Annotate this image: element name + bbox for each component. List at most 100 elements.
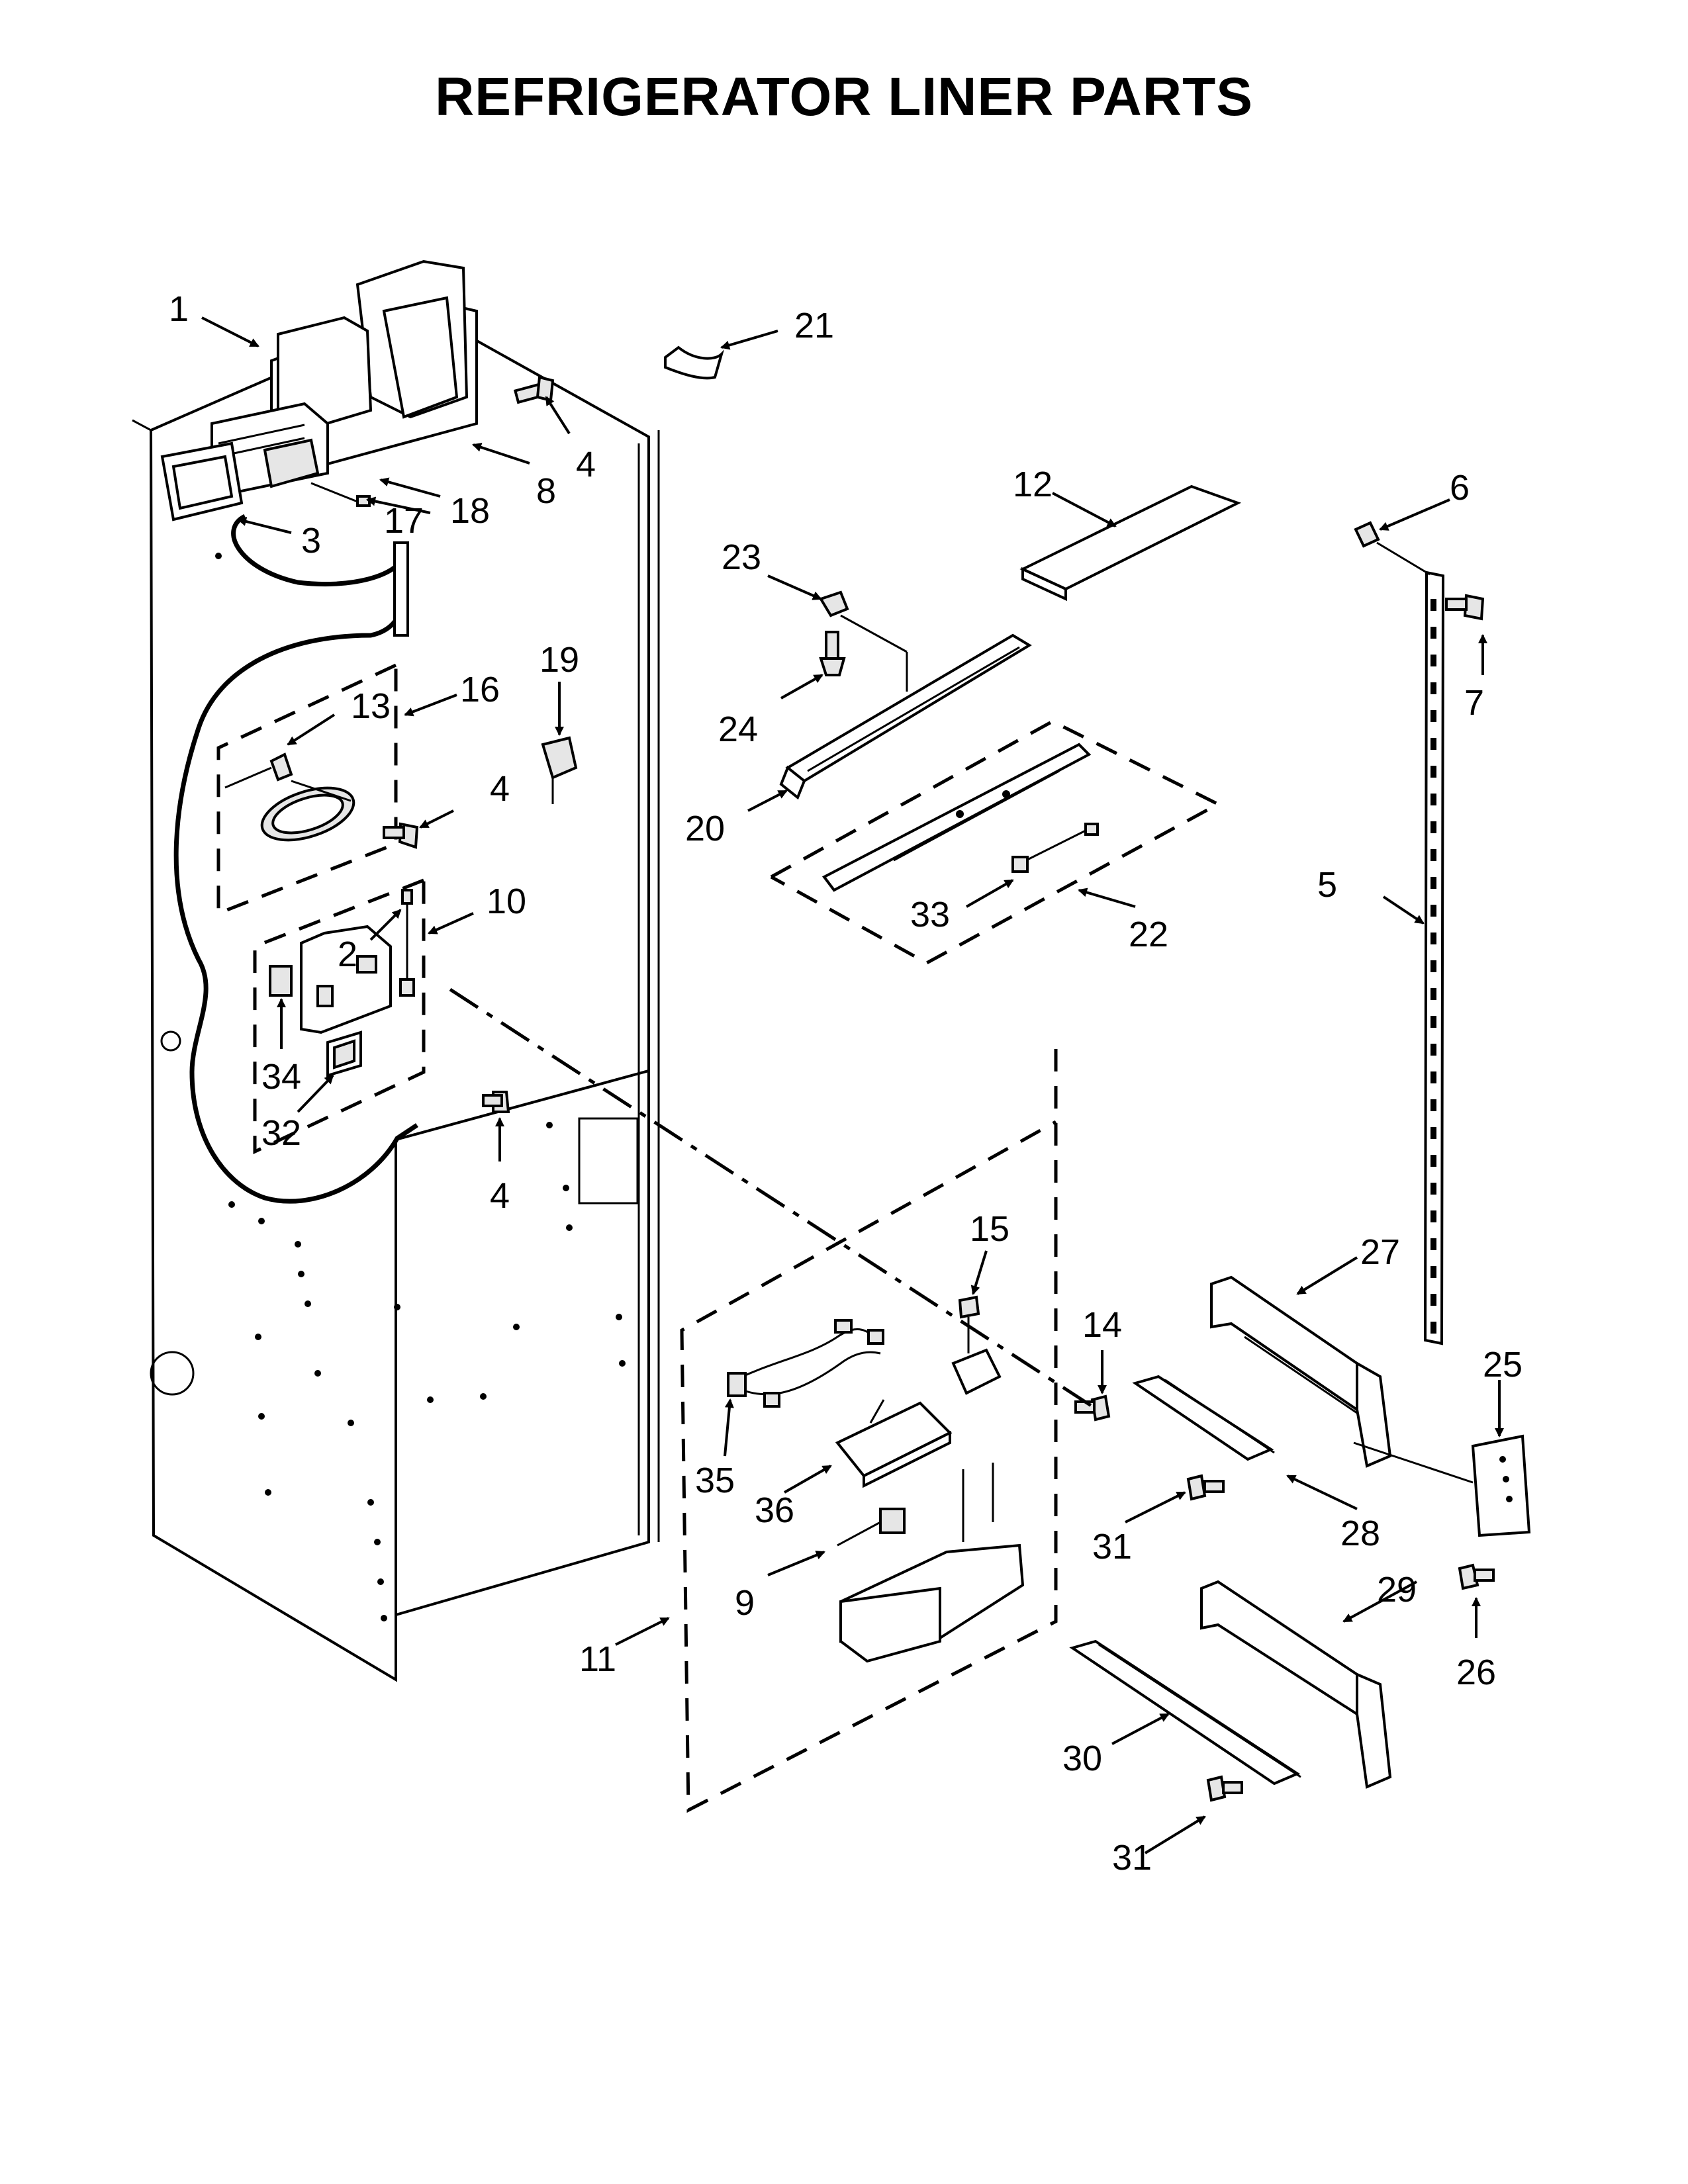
rail-slot	[1430, 1266, 1436, 1278]
rail-slot	[1430, 627, 1436, 639]
rail-slot	[1430, 877, 1436, 889]
callout-16: 16	[460, 670, 500, 709]
callout-30: 30	[1062, 1739, 1102, 1778]
rail-slot	[1430, 766, 1436, 778]
part-6	[1354, 521, 1430, 576]
wire-harness	[173, 514, 418, 1204]
callout-11: 11	[579, 1639, 616, 1679]
screw-31-bottom	[1206, 1775, 1243, 1802]
rail-slot	[1430, 933, 1436, 944]
rail-slot	[1430, 738, 1436, 750]
callout-6: 6	[1450, 468, 1470, 508]
callout-14: 14	[1082, 1305, 1122, 1345]
part-12	[1019, 484, 1242, 602]
callout-31a: 31	[1092, 1527, 1132, 1567]
rail-slot	[1430, 821, 1436, 833]
drawer-front-29	[1200, 1580, 1392, 1789]
part-20	[779, 614, 1032, 800]
liner-holes	[215, 553, 626, 1621]
callout-33: 33	[910, 895, 950, 934]
rail-slot	[1430, 1155, 1436, 1167]
rail-slot	[1430, 905, 1436, 917]
part-19	[541, 736, 578, 804]
leader-lines	[201, 316, 1504, 1854]
screw-4-top	[513, 375, 555, 404]
part-9	[837, 1508, 906, 1547]
callout-35: 35	[695, 1461, 735, 1500]
rail-slot	[1430, 682, 1436, 694]
callout-25: 25	[1483, 1345, 1523, 1385]
alignment-line	[449, 987, 1094, 1408]
callout-7: 7	[1464, 683, 1484, 723]
page-title: REFRIGERATOR LINER PARTS	[435, 67, 1253, 127]
switch-17	[263, 438, 371, 507]
screw-26	[1458, 1563, 1495, 1590]
callout-29: 29	[1377, 1570, 1417, 1610]
callout-36: 36	[755, 1490, 794, 1530]
screw-31-top	[1186, 1474, 1225, 1501]
part-22	[821, 743, 1099, 892]
callout-27: 27	[1360, 1232, 1400, 1272]
rail-slot	[1430, 1294, 1436, 1306]
callout-34: 34	[261, 1057, 301, 1097]
part-36	[835, 1399, 953, 1488]
part-10	[269, 889, 415, 1077]
bucket	[839, 1348, 1025, 1663]
callout-10: 10	[487, 882, 526, 921]
screw-14	[1074, 1394, 1111, 1422]
callout-12: 12	[1013, 465, 1053, 504]
rail-slot	[1430, 1322, 1436, 1334]
callout-labels: 1 2 3 4 4 4 4 5 6 7 8 9 10 11 12 13 14 1…	[169, 289, 1523, 1878]
callout-9: 9	[735, 1583, 755, 1623]
callout-26: 26	[1456, 1653, 1496, 1692]
rail-28	[1132, 1375, 1275, 1461]
callout-32: 32	[261, 1113, 301, 1153]
callout-17: 17	[384, 501, 424, 541]
callout-4a: 4	[576, 445, 596, 484]
callout-15: 15	[970, 1209, 1009, 1249]
cover-25	[1471, 1434, 1531, 1537]
screw-4-low	[482, 1091, 510, 1113]
screw-15	[958, 1295, 980, 1353]
callout-22: 22	[1129, 915, 1168, 954]
rail-slot	[1430, 655, 1436, 666]
callout-1: 1	[169, 289, 189, 329]
callout-3: 3	[301, 521, 321, 561]
callout-24: 24	[718, 709, 758, 749]
callout-8: 8	[536, 471, 556, 511]
rail-slot	[1430, 1071, 1436, 1083]
callout-19: 19	[539, 640, 579, 680]
screw-7	[1445, 594, 1485, 621]
drawer-front-27	[1210, 1275, 1392, 1468]
callout-4b: 4	[490, 769, 510, 809]
callout-31b: 31	[1112, 1838, 1152, 1878]
rail-30	[1069, 1639, 1301, 1786]
callout-21: 21	[794, 306, 834, 345]
rail-slot	[1430, 1016, 1436, 1028]
rail-slot	[1430, 960, 1436, 972]
rail-slot	[1430, 1099, 1436, 1111]
housing-3	[160, 441, 244, 522]
callout-13: 13	[351, 686, 391, 726]
rail-slot	[1430, 1044, 1436, 1056]
rail-slot	[1430, 849, 1436, 861]
kit-16-outline	[216, 663, 398, 916]
callout-5: 5	[1317, 865, 1337, 905]
harness-35	[727, 1319, 884, 1408]
part-24	[819, 631, 846, 676]
rail-slot	[1430, 710, 1436, 722]
part-21	[664, 345, 725, 380]
kit-22-outline	[770, 719, 1222, 965]
part-23	[819, 590, 849, 617]
kit-10-outline	[253, 878, 426, 1154]
callout-23: 23	[722, 537, 761, 577]
rail-slot	[1430, 1183, 1436, 1195]
callout-4c: 4	[490, 1176, 510, 1216]
rail-slot	[1430, 1238, 1436, 1250]
rail-5	[1423, 570, 1445, 1345]
rail-slot	[1430, 988, 1436, 1000]
screw-4-mid	[383, 822, 419, 849]
rail-slot	[1430, 1210, 1436, 1222]
part-13	[224, 752, 355, 842]
